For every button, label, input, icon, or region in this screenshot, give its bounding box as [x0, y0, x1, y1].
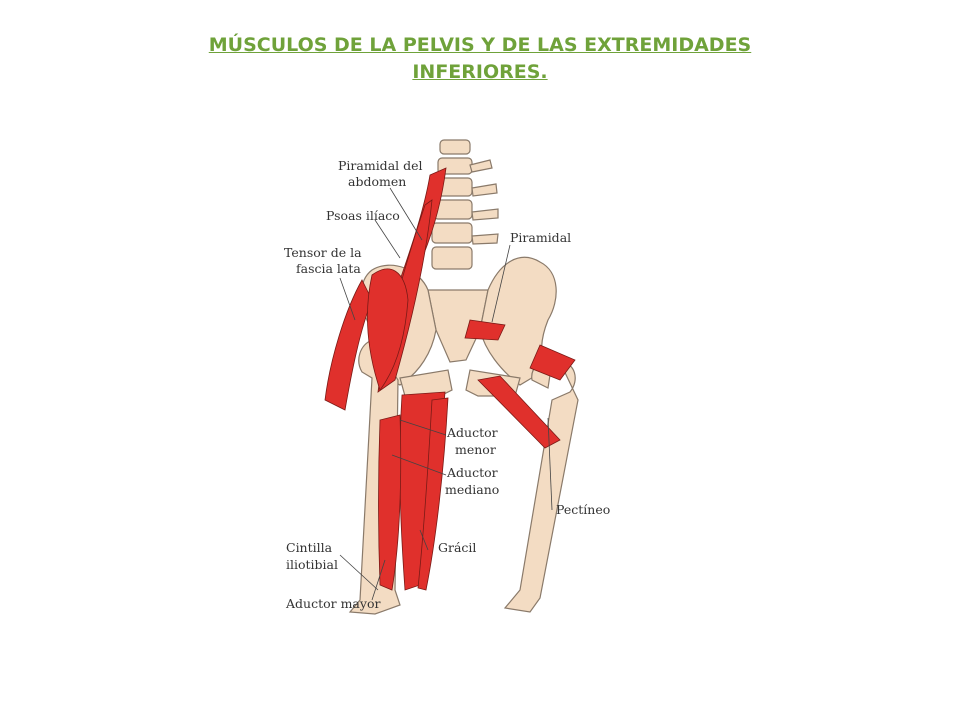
- pubis: [399, 369, 453, 397]
- label-tensor-2: fascia lata: [296, 261, 361, 276]
- spine: [431, 139, 499, 270]
- label-aductor-menor-2: menor: [455, 442, 496, 457]
- label-psoas: Psoas ilíaco: [326, 208, 400, 223]
- label-piramidal-abdomen-1: Piramidal del: [338, 158, 423, 173]
- pectineo-muscle: [529, 344, 576, 381]
- label-gracil: Grácil: [438, 540, 476, 555]
- label-aductor-mediano-2: mediano: [445, 482, 499, 497]
- right-oblique-muscle: [477, 375, 561, 449]
- iliac-muscle: [367, 268, 409, 391]
- label-aductor-mayor: Aductor mayor: [285, 596, 380, 611]
- label-aductor-menor-1: Aductor: [446, 425, 498, 440]
- label-cintilla-1: Cintilla: [286, 540, 333, 555]
- label-piramidal-abdomen-2: abdomen: [348, 174, 406, 189]
- title-line-2: INFERIORES.: [412, 61, 548, 83]
- page-title: MÚSCULOS DE LA PELVIS Y DE LAS EXTREMIDA…: [0, 32, 960, 86]
- label-piramidal: Piramidal: [510, 230, 571, 245]
- title-line-1: MÚSCULOS DE LA PELVIS Y DE LAS EXTREMIDA…: [208, 34, 752, 56]
- label-tensor-1: Tensor de la: [284, 245, 362, 260]
- muscles: [324, 167, 576, 591]
- label-aductor-mediano-1: Aductor: [446, 465, 498, 480]
- label-lines: [339, 187, 553, 601]
- gracil-muscle: [417, 397, 449, 591]
- piramidal-muscle: [464, 319, 506, 341]
- aductor-mayor-muscle: [378, 414, 402, 591]
- label-pectineo: Pectíneo: [556, 502, 610, 517]
- labels: Piramidal del abdomen Psoas ilíaco Tenso…: [284, 158, 610, 611]
- tensor-fascia-lata-muscle: [324, 279, 373, 411]
- label-cintilla-2: iliotibial: [286, 557, 338, 572]
